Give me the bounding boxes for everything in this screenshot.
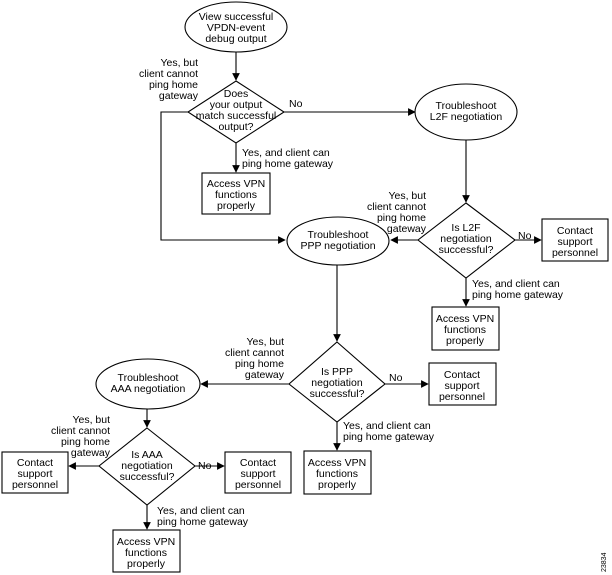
label-yes-and-1-line-2: ping home gateway — [242, 158, 334, 170]
label-yes-but-1-line-3: ping home — [149, 79, 198, 91]
view-debug-line-2: VPDN-event — [207, 22, 265, 34]
access-vpn-2-line-3: properly — [446, 335, 485, 347]
aaa-success-decision — [98, 427, 196, 506]
label-no-4: No — [198, 460, 212, 472]
access-vpn-3-line-1: Access VPN — [308, 457, 366, 469]
view-debug-node — [184, 1, 288, 53]
access-vpn-box-1 — [201, 172, 271, 215]
ppp-success-line-1: Is PPP — [321, 366, 353, 378]
view-debug-line-3: debug output — [205, 33, 266, 45]
access-vpn-4-line-1: Access VPN — [117, 536, 175, 548]
contact-box-2 — [428, 362, 497, 406]
access-vpn-3-line-3: properly — [318, 479, 357, 491]
troubleshoot-ppp-line-1: Troubleshoot — [308, 229, 369, 241]
access-vpn-box-3 — [303, 450, 372, 495]
label-yes-but-1-line-4: gateway — [159, 90, 199, 102]
label-yes-but-1-line-1: Yes, but — [160, 57, 198, 69]
connectors — [68, 52, 542, 530]
label-yes-and-3-line-2: ping home gateway — [343, 431, 435, 443]
access-vpn-2-line-1: Access VPN — [436, 313, 494, 325]
label-yes-but-3-line-4: gateway — [245, 369, 285, 381]
label-yes-but-4-line-3: ping home — [61, 436, 110, 448]
contact-1-line-3: personnel — [552, 247, 598, 259]
contact-4-line-1: Contact — [17, 457, 53, 469]
label-no-3: No — [389, 372, 403, 384]
label-yes-but-3-line-3: ping home — [235, 358, 284, 370]
contact-box-3 — [224, 451, 292, 494]
label-yes-and-4-line-1: Yes, and client can — [157, 505, 245, 517]
access-vpn-box-4 — [112, 529, 181, 573]
label-yes-but-2-line-1: Yes, but — [388, 190, 426, 202]
view-debug-line-1: View successful — [199, 11, 274, 23]
label-no-1: No — [289, 98, 303, 110]
label-yes-and-2-line-2: ping home gateway — [472, 289, 564, 301]
match-output-line-4: output? — [218, 121, 253, 133]
contact-2-line-1: Contact — [444, 369, 480, 381]
troubleshoot-l2f-node — [414, 83, 518, 141]
access-vpn-2-line-2: functions — [444, 324, 486, 336]
figure-id: 23834 — [601, 552, 608, 572]
access-vpn-box-2 — [431, 306, 500, 351]
troubleshoot-l2f-line-2: L2F negotiation — [430, 111, 503, 123]
access-vpn-3-line-2: functions — [316, 468, 358, 480]
l2f-success-decision — [417, 202, 516, 279]
access-vpn-4-line-3: properly — [127, 558, 166, 570]
label-yes-and-4-line-2: ping home gateway — [157, 516, 249, 528]
troubleshoot-l2f-line-1: Troubleshoot — [436, 100, 497, 112]
label-yes-and-1-line-1: Yes, and client can — [242, 147, 330, 159]
troubleshoot-aaa-line-1: Troubleshoot — [118, 372, 179, 384]
l2f-success-line-3: successful? — [439, 244, 494, 256]
access-vpn-1-line-1: Access VPN — [207, 178, 265, 190]
contact-4-line-2: support — [17, 468, 52, 480]
aaa-success-line-2: negotiation — [121, 460, 173, 472]
access-vpn-4-line-2: functions — [125, 547, 167, 559]
label-yes-but-4-line-4: gateway — [71, 447, 111, 459]
aaa-success-line-1: Is AAA — [131, 449, 163, 461]
troubleshoot-aaa-line-2: AAA negotiation — [111, 383, 186, 395]
contact-1-line-2: support — [557, 236, 592, 248]
label-yes-and-2-line-1: Yes, and client can — [472, 278, 560, 290]
match-output-line-3: match successful — [196, 110, 277, 122]
label-yes-but-2-line-4: gateway — [387, 223, 427, 235]
label-yes-but-3-line-1: Yes, but — [246, 336, 284, 348]
label-yes-but-4-line-1: Yes, but — [72, 414, 110, 426]
ppp-success-line-2: negotiation — [311, 377, 363, 389]
match-output-decision — [186, 80, 286, 144]
contact-3-line-2: support — [240, 468, 275, 480]
label-no-2: No — [518, 230, 532, 242]
label-yes-and-3-line-1: Yes, and client can — [343, 420, 431, 432]
contact-3-line-3: personnel — [235, 479, 281, 491]
access-vpn-1-line-2: functions — [215, 189, 257, 201]
match-output-line-2: your output — [210, 99, 263, 111]
label-yes-but-2-line-2: client cannot — [367, 201, 426, 213]
ppp-success-line-3: successful? — [310, 388, 365, 400]
label-yes-but-1-line-2: client cannot — [139, 68, 198, 80]
label-yes-but-3-line-2: client cannot — [225, 347, 284, 359]
l2f-success-line-1: Is L2F — [451, 222, 480, 234]
node-text: View successful VPDN-event debug output … — [12, 11, 598, 570]
match-output-line-1: Does — [224, 88, 249, 100]
access-vpn-1-line-3: properly — [217, 200, 256, 212]
ppp-success-decision — [288, 341, 386, 423]
arrow-match-to-ppp — [160, 111, 286, 244]
contact-4-line-3: personnel — [12, 479, 58, 491]
contact-2-line-3: personnel — [439, 391, 485, 403]
troubleshoot-aaa-node — [95, 358, 201, 410]
label-yes-but-2-line-3: ping home — [377, 212, 426, 224]
contact-box-1 — [541, 218, 609, 262]
contact-box-4 — [1, 451, 69, 494]
aaa-success-line-3: successful? — [120, 471, 175, 483]
contact-3-line-1: Contact — [240, 457, 276, 469]
contact-1-line-1: Contact — [557, 225, 593, 237]
branch-labels: Yes, but client cannot ping home gateway… — [51, 57, 564, 528]
l2f-success-line-2: negotiation — [440, 233, 492, 245]
label-yes-but-4-line-2: client cannot — [51, 425, 110, 437]
troubleshoot-ppp-node — [286, 216, 390, 266]
contact-2-line-2: support — [444, 380, 479, 392]
troubleshoot-ppp-line-2: PPP negotiation — [300, 240, 375, 252]
